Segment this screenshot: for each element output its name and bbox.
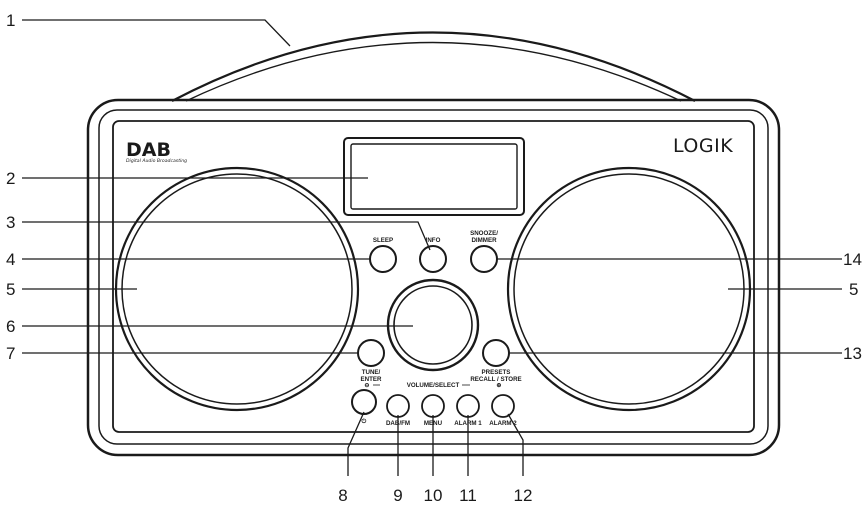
callout-8: 8 <box>338 486 347 505</box>
callout-13: 13 <box>843 344 862 363</box>
speaker-right <box>506 166 752 412</box>
speaker-left-inner <box>121 173 353 405</box>
presets-button <box>482 339 510 367</box>
snooze-label-line2: DIMMER <box>471 237 497 244</box>
callout-6: 6 <box>6 317 15 336</box>
brand-logo: LOGIK <box>673 135 733 157</box>
volume-select-knob-inner <box>393 285 473 365</box>
dab-fm-label: DAB/FM <box>386 420 410 427</box>
callout-7: 7 <box>6 344 15 363</box>
handle <box>171 31 696 102</box>
info-label: INFO <box>426 237 441 244</box>
dab-logo: DAB Digital Audio Broadcasting <box>126 138 187 164</box>
handle-inner <box>185 41 682 102</box>
power-button <box>351 389 377 415</box>
speaker-right-inner <box>513 173 745 405</box>
display-screen-outer <box>343 137 525 216</box>
callout-12: 12 <box>514 486 533 505</box>
volume-select-label: VOLUME/SELECT <box>407 382 460 389</box>
sleep-button <box>369 245 397 273</box>
presets-label-line2: RECALL / STORE <box>470 376 521 383</box>
callout-3: 3 <box>6 213 15 232</box>
menu-button <box>421 394 445 418</box>
alarm1-label: ALARM 1 <box>454 420 482 427</box>
radio-body-middle <box>98 109 769 445</box>
callout-1: 1 <box>6 11 15 30</box>
tune-enter-button <box>357 339 385 367</box>
callout-5-right: 5 <box>849 280 858 299</box>
info-button <box>419 245 447 273</box>
tune-label-line1: TUNE/ <box>362 369 381 376</box>
tune-label-line2: ENTER <box>361 376 383 383</box>
callout-10: 10 <box>424 486 443 505</box>
volume-plus-icon: ⊕ <box>496 382 501 389</box>
snooze-dimmer-button <box>470 245 498 273</box>
alarm2-label: ALARM 2 <box>489 420 517 427</box>
callout-4: 4 <box>6 250 15 269</box>
dab-logo-subtitle: Digital Audio Broadcasting <box>126 158 187 164</box>
callout-11: 11 <box>459 486 477 505</box>
callout-9: 9 <box>393 486 402 505</box>
callout-14: 14 <box>843 250 862 269</box>
menu-label: MENU <box>424 420 443 427</box>
snooze-label-line1: SNOOZE/ <box>470 230 498 237</box>
dab-fm-button <box>386 394 410 418</box>
power-icon: ⏻ <box>362 418 367 425</box>
callout-lines <box>22 19 842 476</box>
display-screen-inner <box>350 143 518 210</box>
volume-minus-icon: ⊖ <box>364 382 369 389</box>
volume-select-knob <box>386 278 480 372</box>
callout-5-left: 5 <box>6 280 15 299</box>
alarm2-button <box>491 394 515 418</box>
presets-label-line1: PRESETS <box>482 369 511 376</box>
callout-2: 2 <box>6 169 15 188</box>
speaker-left <box>114 166 360 412</box>
sleep-label: SLEEP <box>373 237 393 244</box>
alarm1-button <box>456 394 480 418</box>
dab-logo-text: DAB <box>126 139 171 161</box>
